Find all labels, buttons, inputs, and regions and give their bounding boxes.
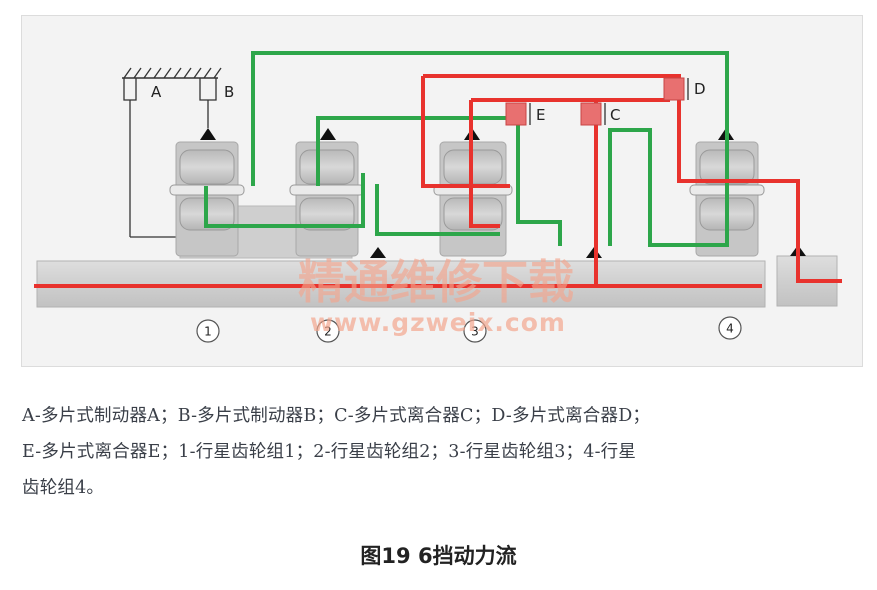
clutch-markers (529, 78, 689, 125)
gearset-3-badge (463, 319, 487, 343)
figure-title: 图19 6挡动力流 (360, 544, 517, 568)
gearset-1-badge (196, 319, 220, 343)
gearset-2-badge (316, 319, 340, 343)
green-path (204, 51, 729, 247)
caption-line-2: E-多片式离合器E；1-行星齿轮组1；2-行星齿轮组2；3-行星齿轮组3；4-行… (22, 442, 637, 462)
gearset-4-badge (718, 316, 742, 340)
watermark-url: www.gzweix.com (310, 308, 566, 337)
gearset-1-number: 1 (204, 325, 212, 339)
housing-ground-symbol (122, 67, 222, 238)
clutch-e-label: E (536, 106, 545, 124)
caption-line-3: 齿轮组4。 (22, 478, 105, 498)
gearset-3-number: 3 (471, 325, 479, 339)
brake-b-label: B (224, 83, 234, 101)
gearset-4-number: 4 (726, 322, 734, 336)
watermark-title: 精通维修下载 (298, 255, 574, 309)
caption-line-1: A-多片式制动器A；B-多片式制动器B；C-多片式离合器C；D-多片式离合器D； (22, 406, 651, 426)
clutch-blocks (505, 77, 685, 126)
clutch-d-label: D (694, 80, 706, 98)
clutch-c-label: C (610, 106, 620, 124)
red-power-flow-path (34, 74, 842, 288)
gearset-2-number: 2 (324, 325, 332, 339)
brake-a-label: A (151, 83, 162, 101)
planetary-gearset-2 (289, 128, 365, 257)
